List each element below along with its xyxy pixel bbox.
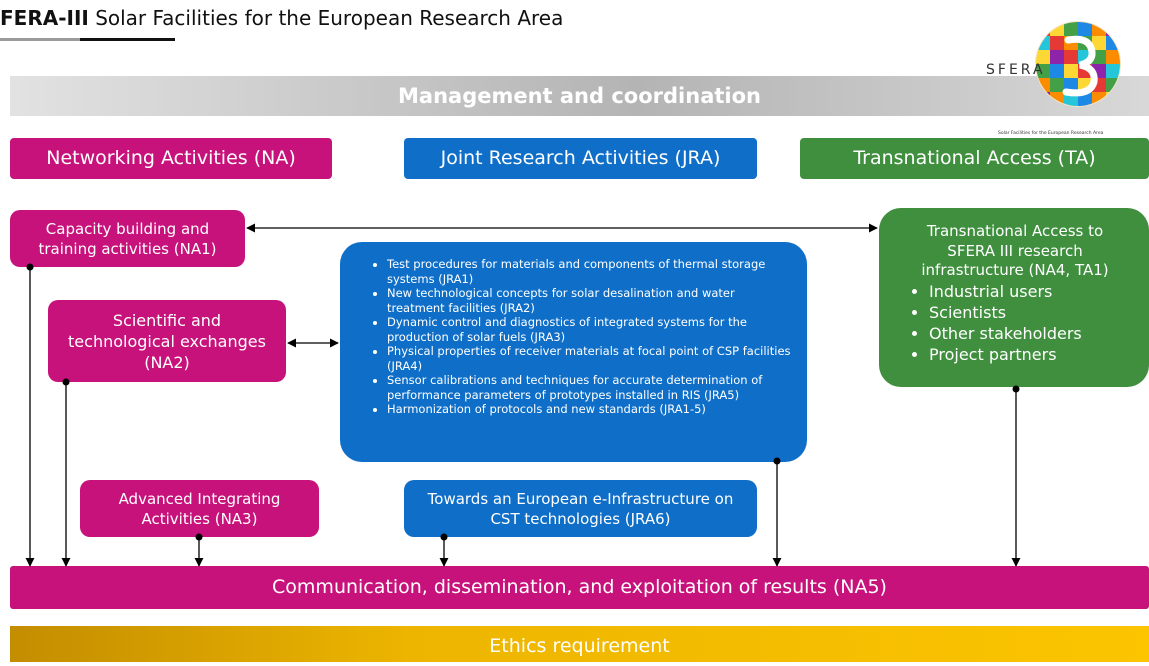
ta1-line3: infrastructure (NA4, TA1) (921, 261, 1109, 279)
page-title: FERA-III Solar Facilities for the Europe… (0, 6, 563, 30)
svg-text:Solar Facilities for the Europ: Solar Facilities for the European Resear… (998, 130, 1104, 136)
na2-scientific-exchanges-box: Scientific and technological exchanges (… (48, 300, 286, 382)
title-rest: Solar Facilities for the European Resear… (95, 6, 564, 30)
ta1-transnational-access-box: Transnational Access to SFERA III resear… (879, 208, 1149, 387)
ta1-line1: Transnational Access to (926, 222, 1104, 240)
jra-item: New technological concepts for solar des… (387, 286, 793, 315)
ta1-user-list: Industrial users Scientists Other stakeh… (893, 281, 1137, 365)
na5-communication-bar: Communication, dissemination, and exploi… (10, 566, 1149, 609)
jra6-line2: CST technologies (JRA6) (490, 509, 671, 528)
ta1-title: Transnational Access to SFERA III resear… (893, 222, 1137, 281)
title-underline-black (80, 38, 175, 41)
svg-text:SFERA: SFERA (986, 62, 1046, 78)
ta1-item: Industrial users (929, 281, 1137, 302)
na3-line2: Activities (NA3) (141, 509, 258, 528)
category-transnational-access: Transnational Access (TA) (800, 138, 1149, 179)
na1-line1: Capacity building and (45, 219, 210, 238)
na2-line1: Scientific and (112, 310, 222, 330)
sfera-logo: SFERA Solar Facilities for the European … (986, 21, 1121, 136)
ta1-item: Project partners (929, 344, 1137, 365)
na1-capacity-building-box: Capacity building and training activitie… (10, 210, 245, 267)
jra-activity-list: Test procedures for materials and compon… (352, 257, 793, 417)
na1-line2: training activities (NA1) (38, 239, 217, 258)
jra-item: Physical properties of receiver material… (387, 344, 793, 373)
ethics-requirement-bar: Ethics requirement (10, 626, 1149, 662)
na3-advanced-integrating-box: Advanced Integrating Activities (NA3) (80, 480, 319, 537)
na3-line1: Advanced Integrating (118, 489, 281, 508)
ta1-line2: SFERA III research (947, 241, 1083, 260)
jra-item: Test procedures for materials and compon… (387, 257, 793, 286)
na2-line2: technological exchanges (68, 331, 266, 351)
jra-item: Harmonization of protocols and new stand… (387, 402, 793, 417)
jra6-e-infrastructure-box: Towards an European e-Infrastructure on … (404, 480, 757, 537)
management-bar: Management and coordination (10, 76, 1149, 116)
category-joint-research-activities: Joint Research Activities (JRA) (404, 138, 757, 179)
title-underline-grey (0, 38, 80, 41)
jra-item: Dynamic control and diagnostics of integ… (387, 315, 793, 344)
ta1-item: Other stakeholders (929, 323, 1137, 344)
jra6-line1: Towards an European e-Infrastructure on (427, 489, 734, 508)
category-networking-activities: Networking Activities (NA) (10, 138, 332, 179)
jra1-5-activities-box: Test procedures for materials and compon… (340, 242, 807, 462)
ta1-item: Scientists (929, 302, 1137, 323)
title-bold: FERA-III (0, 6, 89, 30)
na2-line3: (NA2) (144, 352, 190, 372)
jra-item: Sensor calibrations and techniques for a… (387, 373, 793, 402)
